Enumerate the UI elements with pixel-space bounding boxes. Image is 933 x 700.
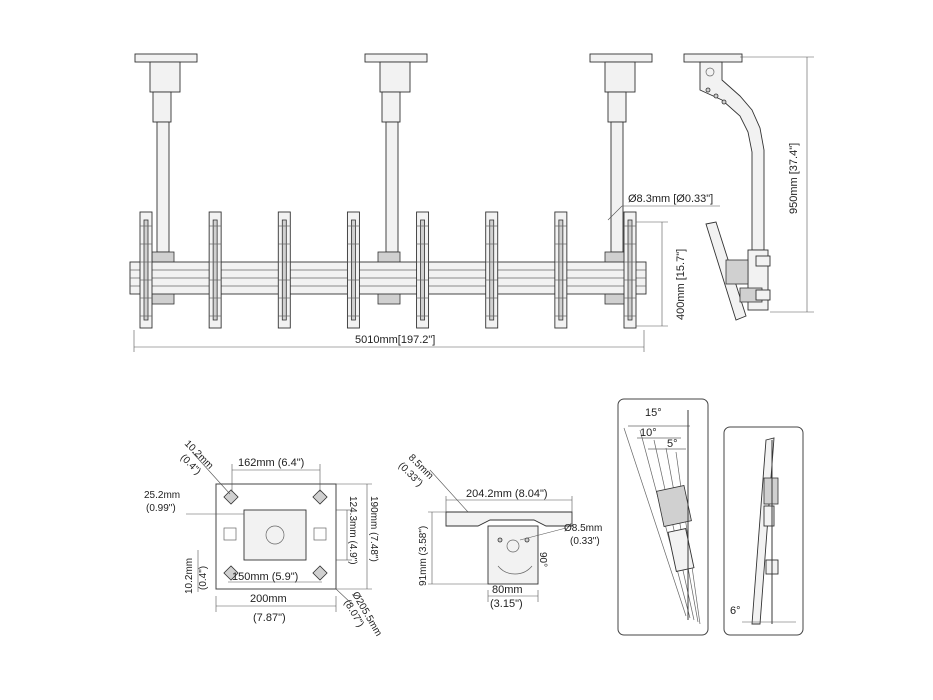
- bracket-base: 80mm: [492, 584, 523, 596]
- plate-inner-width: 150mm (5.9"): [232, 571, 298, 583]
- vertical-arm: [208, 211, 222, 329]
- plate-bottom-offset: 10.2mm: [184, 558, 195, 594]
- bracket-right-hole: Ø8.5mm: [564, 523, 602, 534]
- width-dimension: 5010mm[197.2"]: [133, 330, 645, 352]
- vertical-arm: [623, 211, 637, 329]
- tilt-angle-10: 10°: [640, 427, 657, 439]
- hole-label: Ø8.3mm [Ø0.33"]: [628, 193, 713, 205]
- ceiling-pole-left: [134, 53, 198, 305]
- height-dimension: 400mm [15.7"]: [636, 221, 687, 327]
- plate-bottom-offset-in: (0.4"): [198, 566, 209, 590]
- front-view: 5010mm[197.2"] 400mm [15.7"] Ø8.3mm [Ø0.…: [129, 53, 720, 352]
- vertical-arm: [277, 211, 291, 329]
- width-label: 5010mm[197.2"]: [355, 334, 435, 346]
- side-height-label: 950mm [37.4"]: [788, 143, 800, 214]
- horizontal-rail: [129, 261, 647, 295]
- tilt-view: 15° 10° 5°: [617, 398, 709, 636]
- bracket-width: 204.2mm (8.04"): [466, 488, 548, 500]
- plate-left-offset: 25.2mm: [144, 490, 180, 501]
- vertical-arm: [554, 211, 568, 329]
- bracket-angle: 90°: [537, 552, 548, 567]
- vertical-arms: [139, 211, 637, 329]
- plate-left-offset-in: (0.99"): [146, 503, 176, 514]
- ceiling-pole-right: [589, 53, 653, 305]
- plate-outer-width-in: (7.87"): [253, 612, 286, 624]
- vertical-arm: [139, 211, 153, 329]
- side-tilt-angle: 6°: [730, 605, 741, 617]
- bracket-base-in: (3.15"): [490, 598, 523, 610]
- plate-top-width: 162mm (6.4"): [238, 457, 304, 469]
- hole-callout: Ø8.3mm [Ø0.33"]: [607, 193, 720, 221]
- side-view: 950mm [37.4"]: [683, 53, 814, 321]
- vertical-arm: [485, 211, 499, 329]
- bracket-right-hole-in: (0.33"): [570, 536, 600, 547]
- ceiling-plate-view: 162mm (6.4") 10.2mm (0.4") 25.2mm (0.99"…: [144, 438, 384, 638]
- tilt-angle-15: 15°: [645, 407, 662, 419]
- bracket-height: 91mm (3.58"): [418, 526, 429, 586]
- bracket-view: 8.5mm (0.33") 204.2mm (8.04") 91mm (3.58…: [396, 452, 602, 610]
- plate-inner-height: 124.3mm (4.9"): [347, 496, 358, 565]
- tilt-angle-5: 5°: [667, 438, 678, 450]
- ceiling-pole-center: [364, 53, 428, 305]
- vertical-arm: [416, 211, 430, 329]
- vertical-arm: [346, 211, 360, 329]
- side-tilt-view: 6°: [723, 426, 804, 636]
- plate-outer-height: 190mm (7.48"): [368, 496, 379, 562]
- plate-outer-width: 200mm: [250, 593, 287, 605]
- height-label: 400mm [15.7"]: [675, 249, 687, 320]
